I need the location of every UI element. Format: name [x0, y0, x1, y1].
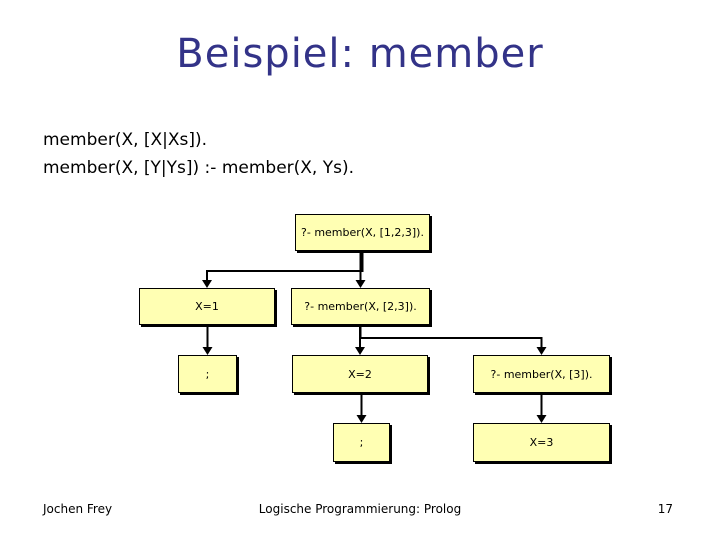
prolog-code-line-1: member(X, [X|Xs]). — [43, 130, 208, 150]
footer-author: Jochen Frey — [43, 502, 113, 516]
tree-node-q2: ?- member(X, [2,3]). — [291, 288, 430, 325]
tree-node-x2: X=2 — [292, 355, 428, 393]
prolog-code-line-2: member(X, [Y|Ys]) :- member(X, Ys). — [43, 158, 355, 178]
tree-node-x3: X=3 — [473, 423, 610, 462]
edge-line-q1-x1 — [206, 251, 364, 282]
edge-arrowhead-q1-q2 — [355, 280, 366, 288]
edge-arrowhead-q3-x3 — [536, 415, 547, 423]
prolog-code-block: member(X, [X|Xs]). member(X, [Y|Ys]) :- … — [43, 126, 354, 182]
edge-arrowhead-q1-x1 — [202, 280, 212, 288]
edge-arrowhead-x2-semi2 — [356, 415, 367, 423]
edge-arrowhead-q2-q3 — [536, 347, 547, 355]
tree-node-semi2: ; — [333, 423, 390, 462]
tree-node-q3: ?- member(X, [3]). — [473, 355, 610, 393]
tree-node-semi1: ; — [178, 355, 237, 393]
slide-title: Beispiel: member — [176, 31, 544, 77]
footer-page-number: 17 — [657, 502, 673, 516]
edge-arrowhead-x1-semi1 — [202, 347, 213, 355]
tree-node-q1: ?- member(X, [1,2,3]). — [295, 214, 430, 251]
edge-arrowhead-q2-x2 — [355, 347, 365, 355]
footer-course-title: Logische Programmierung: Prolog — [258, 502, 462, 516]
edge-line-q2-q3 — [359, 325, 543, 349]
tree-node-x1: X=1 — [139, 288, 275, 325]
